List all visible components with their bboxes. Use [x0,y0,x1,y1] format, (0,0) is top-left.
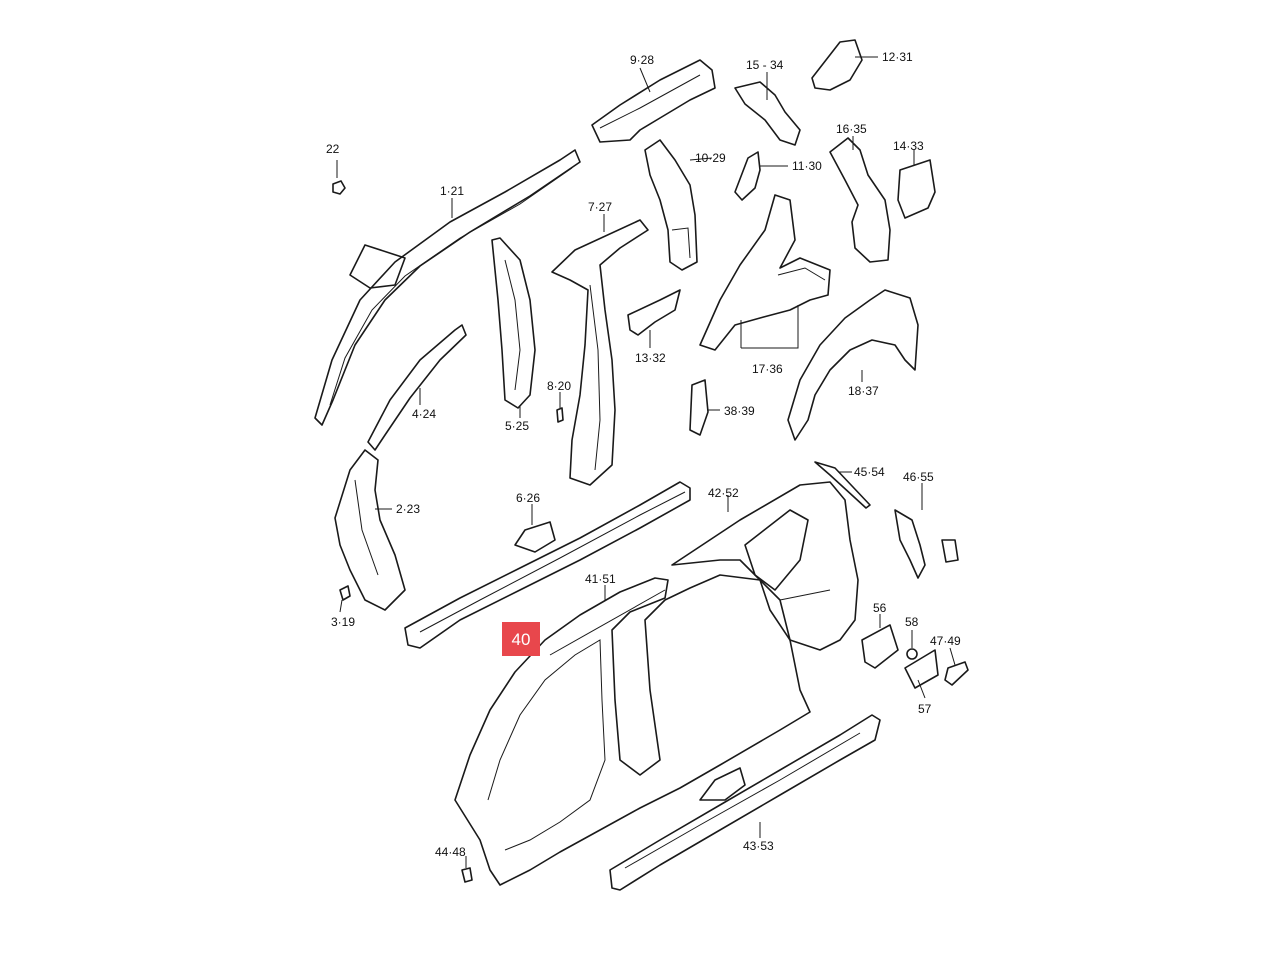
part-clip-3-19[interactable] [339,585,351,601]
part-quarter-extension[interactable] [894,509,959,579]
part-roof-rear-reinforcement[interactable] [591,59,716,143]
part-quarter-panel[interactable] [671,481,859,651]
callout-8-20: 8·20 [547,379,571,393]
callout-47-49: 47·49 [930,634,961,648]
callout-15-34: 15 - 34 [746,58,784,72]
callout-labels: 22 1·21 9·28 15 - 34 12·31 10·29 11·30 1… [326,50,961,859]
part-front-pillar-reinforcement[interactable] [491,237,536,409]
part-center-pillar-inner[interactable] [551,219,649,486]
part-small-bracket[interactable] [556,407,564,423]
callout-22: 22 [326,142,340,156]
callout-6-26: 6·26 [516,491,540,505]
part-47-49[interactable] [944,661,969,686]
part-outer-wheelhouse[interactable] [787,289,919,441]
callout-9-28: 9·28 [630,53,654,67]
part-rear-panel-bracket[interactable] [897,159,936,219]
part-front-pillar[interactable] [334,449,406,611]
part-side-sill-inner[interactable] [404,481,691,649]
highlight-label: 40 [512,630,531,649]
callout-12-31: 12·31 [882,50,913,64]
callout-43-53: 43·53 [743,839,774,853]
part-roof-side-rail[interactable] [314,149,581,426]
callout-3-19: 3·19 [331,615,355,629]
callout-17-36: 17·36 [752,362,783,376]
part-rocker-outer[interactable] [609,714,881,891]
part-rear-pillar-inner[interactable] [829,137,891,263]
callout-44-48: 44·48 [435,845,466,859]
part-quarter-lower-bracket[interactable] [689,379,709,436]
part-clip[interactable] [332,180,346,195]
callout-11-30: 11·30 [792,159,822,173]
part-roof-rail-reinforcement[interactable] [367,324,467,451]
part-44-48[interactable] [461,867,473,883]
part-wheelhouse-gusset[interactable] [627,289,681,336]
part-inner-wheelhouse[interactable] [699,194,831,351]
part-center-pillar-upper[interactable] [644,139,698,271]
callout-10-29: 10·29 [695,151,726,165]
callout-16-35: 16·35 [836,122,867,136]
part-58[interactable] [906,648,918,660]
callout-13-32: 13·32 [635,351,666,365]
callout-45-54: 45·54 [854,465,885,479]
callout-5-25: 5·25 [505,419,529,433]
callout-2-23: 2·23 [396,502,420,516]
part-drip-rail[interactable] [814,461,871,509]
callout-42-52: 42·52 [708,486,739,500]
callout-58: 58 [905,615,919,629]
callout-56: 56 [873,601,887,615]
callout-57: 57 [918,702,932,716]
callout-4-24: 4·24 [412,407,436,421]
callout-18-37: 18·37 [848,384,879,398]
part-quarter-gusset[interactable] [734,151,761,201]
part-57[interactable] [904,649,939,689]
highlight-callout-40[interactable]: 40 [502,622,540,656]
callout-46-55: 46·55 [903,470,934,484]
callout-38-39: 38·39 [724,404,755,418]
callout-7-27: 7·27 [588,200,612,214]
part-fuel-lid[interactable] [861,624,899,669]
callout-14-33: 14·33 [893,139,924,153]
part-corner-bracket[interactable] [811,39,863,91]
part-side-body-outer[interactable] [454,574,811,886]
callout-41-51: 41·51 [585,572,616,586]
leader-lines [336,56,956,868]
callout-1-21: 1·21 [440,184,464,198]
